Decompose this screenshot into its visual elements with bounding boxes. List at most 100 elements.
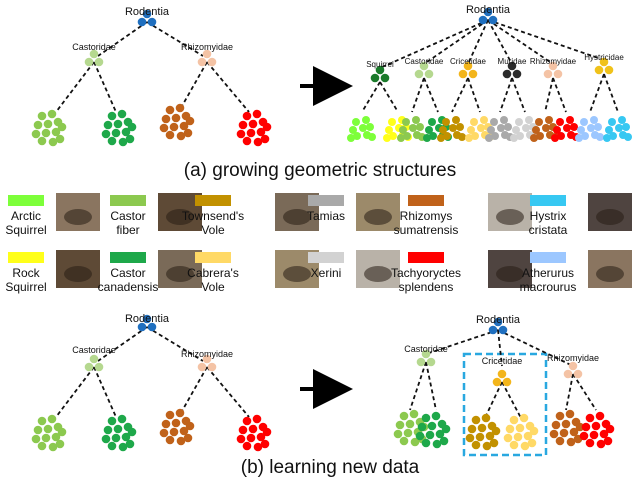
a-right-leaf-point	[352, 118, 360, 126]
b-left-tachyoryctes-splendens-point	[242, 416, 252, 426]
b-left-castor-canadensis-point	[103, 425, 113, 435]
a-left-castor-canadensis-point	[107, 111, 117, 121]
a-left-castor-canadensis-point	[111, 128, 121, 138]
a-left-edge	[97, 21, 148, 57]
a-right-leaf-point	[605, 126, 613, 134]
legend-animal-silhouette	[283, 266, 311, 282]
a-right-edge	[544, 77, 554, 113]
legend-animal-silhouette	[283, 209, 311, 225]
legend-animal-silhouette	[596, 209, 624, 225]
a-left-castor-canadensis-point	[103, 120, 113, 130]
b-right-rhizomys-sumatrensis-point	[565, 409, 575, 419]
b-right-castor-canadensis-point	[421, 413, 431, 423]
b-left-tachyoryctes-splendens-point	[252, 414, 262, 424]
legend-label-line1: Hystrix	[530, 209, 567, 223]
b-right-townsends-vole-point	[481, 413, 491, 423]
b-right-castor-canadensis-point	[427, 421, 437, 431]
a-right-leaf-point	[512, 126, 520, 134]
b-right-rhizomyidae-node	[563, 369, 573, 379]
a-left-tachyoryctes-splendens-point	[248, 119, 258, 129]
a-right-edge	[552, 77, 567, 113]
a-left-castor-canadensis-point	[127, 122, 137, 132]
b-left-tachyoryctes-splendens-point	[236, 434, 246, 444]
a-right-leaf-point	[551, 134, 559, 142]
a-left-tachyoryctes-splendens-point	[246, 128, 256, 138]
a-right-leaf-point	[622, 123, 630, 131]
a-right-leaf-point	[399, 126, 407, 134]
part-a-right-label-cricetidae: Cricetidae	[450, 57, 487, 66]
b-right-tachyoryctes-splendens-point	[579, 431, 589, 441]
a-left-rodentia-node	[147, 17, 157, 27]
a-left-rhizomyidae-node	[207, 57, 217, 67]
b-left-edge	[146, 326, 204, 362]
a-right-leaf-point	[439, 126, 447, 134]
a-right-castoridae-node	[419, 61, 429, 71]
part-a-right-edges	[361, 19, 619, 113]
a-left-rhizomyidae-node	[197, 57, 207, 67]
a-left-castor-canadensis-point	[101, 129, 111, 139]
a-right-leaf-point	[452, 116, 460, 124]
b-right-edge	[501, 381, 523, 421]
a-right-leaf-point	[545, 116, 553, 124]
b-right-tachyoryctes-splendens-point	[591, 421, 601, 431]
part-b-left-root-label: Rodentia	[125, 313, 170, 325]
legend-animal-silhouette	[166, 209, 194, 225]
legend-label-line1: Townsend's	[182, 209, 244, 223]
b-right-rhizomyidae-node	[568, 361, 578, 371]
part-b-right-cricetidae-label: Cricetidae	[482, 356, 523, 366]
part-a-right-root-label: Rodentia	[466, 4, 511, 16]
a-right-castoridae-node	[414, 69, 424, 79]
legend-label-line1: Rhizomys	[400, 209, 453, 223]
legend-label-line2: cristata	[529, 223, 568, 237]
a-left-castor-fiber-point	[43, 119, 53, 129]
b-right-castor-canadensis-point	[439, 436, 449, 446]
a-right-leaf-point	[596, 133, 604, 141]
a-right-leaf-point	[366, 123, 374, 131]
b-right-tachyoryctes-splendens-point	[581, 422, 591, 432]
a-right-leaf-point	[402, 118, 410, 126]
b-right-cabreras-vole-point	[509, 415, 519, 425]
a-left-rhizomys-sumatrensis-point	[183, 128, 193, 138]
a-left-castor-fiber-point	[41, 128, 51, 138]
a-right-edge	[411, 77, 425, 113]
a-left-castor-fiber-point	[31, 129, 41, 139]
a-right-leaf-point	[425, 126, 433, 134]
a-right-rodentia-node	[478, 15, 488, 25]
b-right-tachyoryctes-splendens-point	[585, 413, 595, 423]
a-right-leaf-point	[442, 118, 450, 126]
b-right-cabreras-vole-point	[505, 424, 515, 434]
a-left-tachyoryctes-splendens-point	[262, 122, 272, 132]
a-right-leaf-point	[412, 116, 420, 124]
b-left-rodentia-node	[137, 322, 147, 332]
b-right-townsends-vole-point	[471, 440, 481, 450]
b-right-tachyoryctes-splendens-point	[596, 439, 606, 449]
b-right-townsends-vole-point	[471, 415, 481, 425]
a-right-hystricidae-node	[594, 65, 604, 75]
a-right-edge	[487, 19, 554, 65]
b-left-edge	[181, 366, 208, 412]
b-left-castor-fiber-point	[43, 424, 53, 434]
b-left-castor-fiber-point	[51, 432, 61, 442]
a-right-leaf-point	[465, 134, 473, 142]
a-left-castor-canadensis-point	[107, 136, 117, 146]
b-right-rodentia-node	[498, 325, 508, 335]
b-right-tachyoryctes-splendens-point	[585, 438, 595, 448]
a-right-leaf-point	[515, 118, 523, 126]
a-left-tachyoryctes-splendens-point	[252, 109, 262, 119]
a-left-tachyoryctes-splendens-point	[242, 136, 252, 146]
b-left-castor-fiber-point	[37, 416, 47, 426]
b-left-castor-canadensis-point	[107, 441, 117, 451]
b-right-castor-canadensis-point	[435, 429, 445, 439]
b-right-tachyoryctes-splendens-point	[595, 411, 605, 421]
a-right-cricetidae-node	[468, 69, 478, 79]
legend-animal-silhouette	[64, 266, 92, 282]
b-left-rhizomyidae-node	[197, 362, 207, 372]
legend-label-line2: macrourus	[520, 280, 577, 294]
b-right-rhizomys-sumatrensis-point	[566, 437, 576, 447]
b-right-cabreras-vole-point	[520, 441, 530, 451]
a-right-leaf-point	[590, 116, 598, 124]
a-right-leaf-point	[587, 124, 595, 132]
a-right-leaf-point	[530, 134, 538, 142]
b-right-castor-fiber-point	[399, 411, 409, 421]
